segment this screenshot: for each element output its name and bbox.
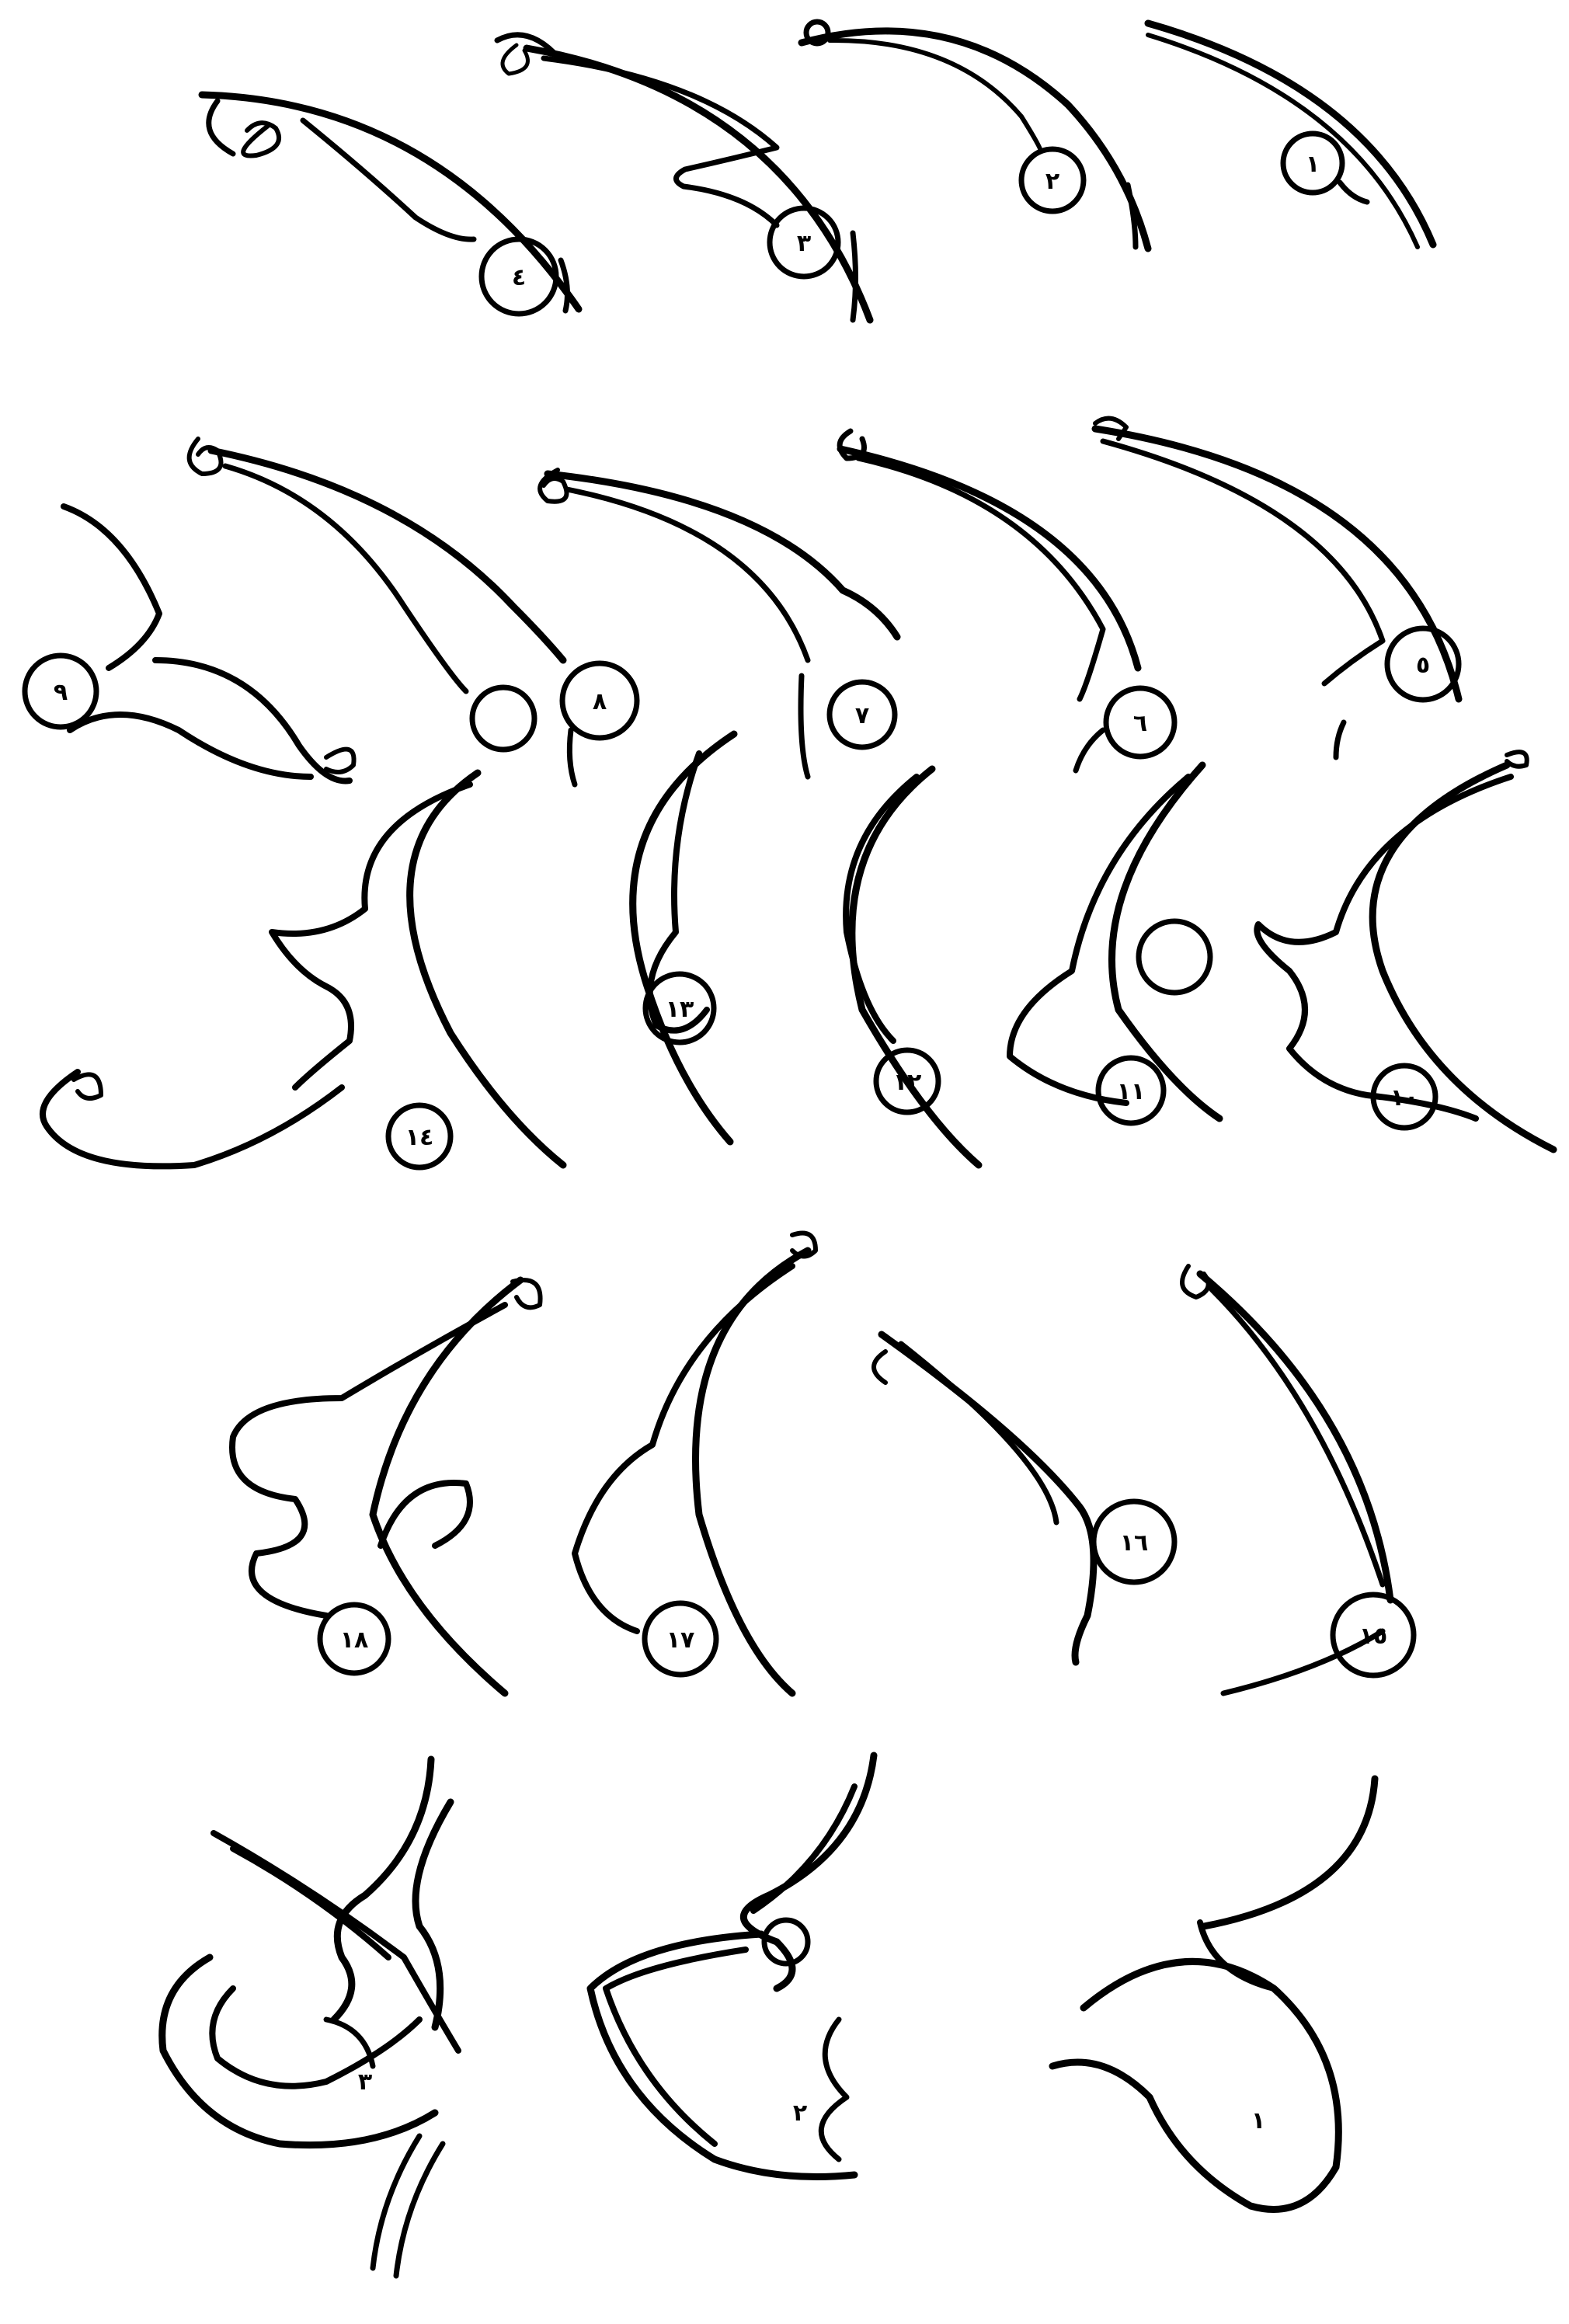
motif-16: ١٦ xyxy=(874,1334,1174,1662)
motif-6-number: ٦ xyxy=(1133,710,1147,737)
motif-9-number: ٩ xyxy=(54,679,68,706)
motif-12: ١٢ xyxy=(846,769,979,1165)
motif-12-number: ١٢ xyxy=(893,1069,922,1096)
motif-7: ٧ xyxy=(540,470,897,777)
motif-19: ١ xyxy=(1052,1779,1375,2209)
motif-10-number: ١٠ xyxy=(1390,1084,1419,1112)
motif-2-number: ٢ xyxy=(1045,168,1059,195)
motif-14: ١٤ xyxy=(43,773,563,1167)
motif-2: ٢ xyxy=(802,22,1148,249)
motif-18: ١٨ xyxy=(232,1280,541,1693)
motif-11-number: ١١ xyxy=(1117,1078,1146,1105)
motif-16-number: ١٦ xyxy=(1120,1529,1149,1557)
motif-17-number: ١٧ xyxy=(666,1626,695,1654)
motif-13: ١٣ xyxy=(633,734,734,1142)
motif-1: ١ xyxy=(1148,23,1433,247)
motif-3-number: ٣ xyxy=(797,230,811,257)
motif-21: ٣ xyxy=(162,1759,458,2276)
motif-14-number: ١٤ xyxy=(405,1124,434,1151)
motif-20: ٢ xyxy=(590,1755,874,2177)
motif-11: ١١ xyxy=(1010,765,1219,1123)
motif-18-number: ١٨ xyxy=(340,1626,369,1654)
motif-15: ١٥ xyxy=(1182,1266,1414,1693)
motif-4-number: ٤ xyxy=(512,264,526,291)
motif-8-number: ٨ xyxy=(593,688,607,715)
motif-13-number: ١٣ xyxy=(666,996,694,1023)
motif-20-number: ٢ xyxy=(793,2100,807,2127)
motif-7-number: ٧ xyxy=(855,702,869,729)
motif-5: ٥ xyxy=(1095,419,1459,757)
motif-19-number: ١ xyxy=(1251,2107,1265,2134)
motif-6: ٦ xyxy=(840,431,1174,771)
motif-17: ١٧ xyxy=(575,1233,816,1694)
motif-21-number: ٣ xyxy=(358,2068,372,2096)
motif-1-number: ١ xyxy=(1306,151,1320,178)
motif-15-number: ١٥ xyxy=(1359,1623,1388,1650)
motif-4: ٤ xyxy=(202,95,579,314)
motif-10: ١٠ xyxy=(1257,752,1553,1150)
motif-5-number: ٥ xyxy=(1416,652,1430,679)
motif-9: ٩ xyxy=(25,506,354,781)
